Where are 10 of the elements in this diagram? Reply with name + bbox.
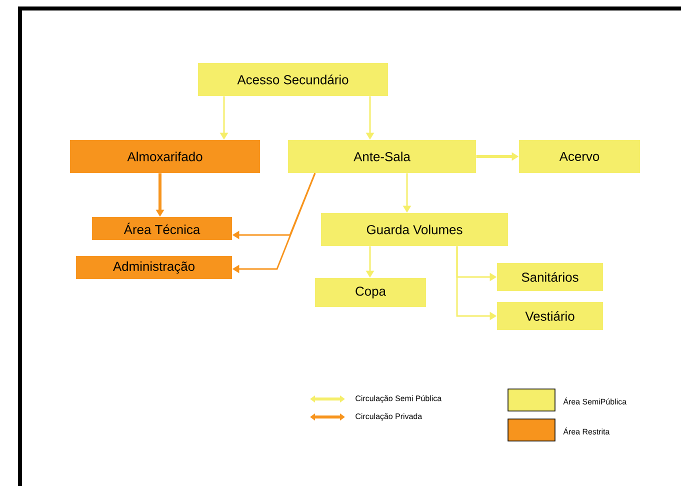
area-box: Administração (76, 256, 232, 279)
area-box: Acesso Secundário (198, 63, 388, 96)
area-box: Guarda Volumes (321, 213, 508, 246)
area-box: Ante-Sala (288, 140, 476, 173)
area-box: Almoxarifado (70, 140, 260, 173)
area-box: Vestiário (497, 302, 603, 330)
area-box: Acervo (519, 140, 640, 173)
area-box: Copa (315, 278, 426, 307)
area-box: Sanitários (497, 263, 603, 291)
area-box: Área Técnica (92, 217, 232, 240)
